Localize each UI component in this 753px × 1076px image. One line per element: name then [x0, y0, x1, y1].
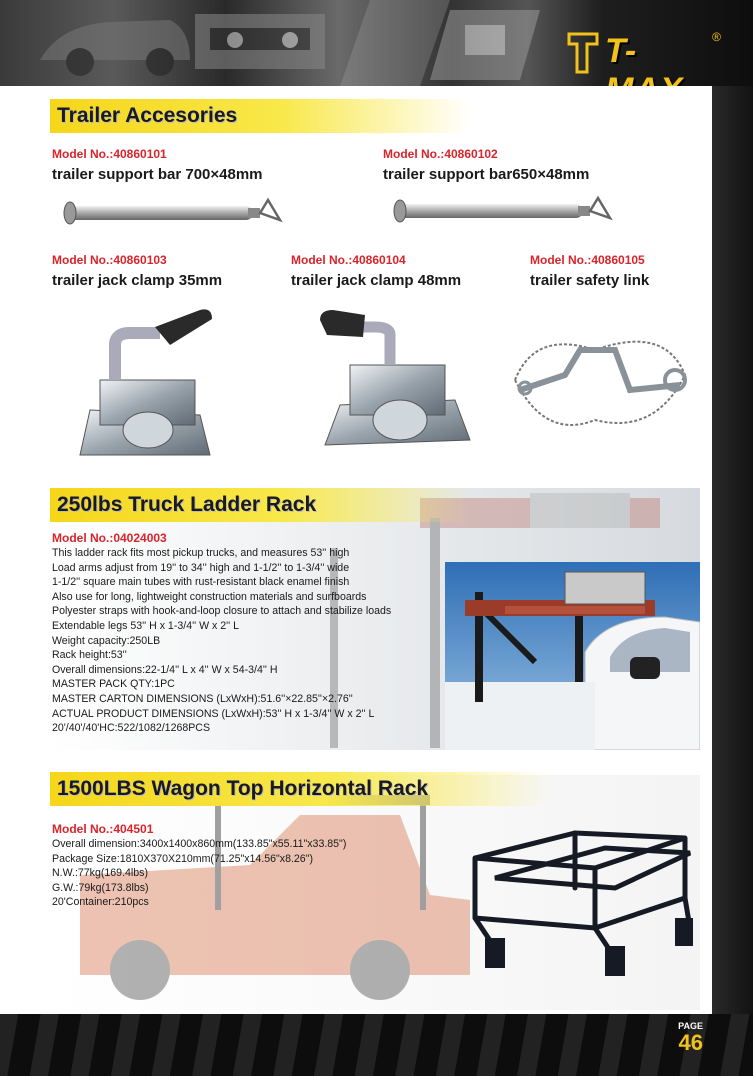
product-name: trailer jack clamp 35mm: [52, 272, 223, 289]
jack-clamp-image: [320, 310, 471, 446]
product-name: trailer safety link: [530, 272, 650, 289]
hammer-logo-icon: [567, 32, 599, 74]
safety-link-image: [513, 340, 687, 426]
page-number: 46: [678, 1030, 703, 1055]
spec-line: Load arms adjust from 19'' to 34'' high …: [52, 561, 350, 574]
spec-line: Rack height:53'': [52, 649, 127, 662]
spec-line: Polyester straps with hook-and-loop clos…: [52, 605, 392, 618]
spec-list: Overall dimension:3400x1400x860mm(133.85…: [52, 837, 346, 910]
spec-list: This ladder rack fits most pickup trucks…: [52, 546, 391, 736]
product-model: Model No.:40860101: [52, 147, 167, 161]
product-model: Model No.:404501: [52, 822, 154, 836]
spec-line: 20'Container:210pcs: [52, 896, 149, 909]
section-heading-bar: [50, 99, 470, 133]
section-title-ladder-rack: 250lbs Truck Ladder Rack: [57, 493, 317, 516]
logo-text: T-MAX: [605, 32, 683, 86]
section-title-wagon-rack: 1500LBS Wagon Top Horizontal Rack: [57, 777, 429, 800]
jack-clamp-image: [79, 309, 212, 456]
section-heading-bar: [50, 488, 470, 522]
product-name: trailer support bar650×48mm: [383, 166, 590, 183]
section-title-trailer-accessories: Trailer Accesories: [57, 104, 238, 127]
spec-line: Weight capacity:250LB: [52, 634, 161, 647]
product-model: Model No.:40860104: [291, 253, 406, 267]
wagon-rack-background-photo: [50, 775, 700, 1010]
spec-line: MASTER CARTON DIMENSIONS (LxWxH):51.6''×…: [52, 692, 353, 705]
header-banner: T-MAX ®: [0, 0, 753, 86]
wagon-rack-image: [472, 830, 693, 976]
spec-line: Overall dimensions:22-1/4'' L x 4'' W x …: [52, 663, 278, 676]
truck-ladder-rack-photo: [445, 562, 700, 750]
support-bar-image: [393, 195, 613, 223]
product-model: Model No.:04024003: [52, 531, 167, 545]
registered-mark: ®: [712, 30, 721, 44]
product-name: trailer support bar 700×48mm: [52, 166, 263, 183]
page-label: PAGE: [678, 1021, 703, 1031]
tmax-logo: T-MAX ®: [563, 26, 721, 86]
vehicle-collage-image: [40, 0, 540, 86]
product-name: trailer jack clamp 48mm: [291, 272, 462, 289]
spec-line: Package Size:1810X370X210mm(71.25"x14.56…: [52, 852, 313, 865]
spec-line: Overall dimension:3400x1400x860mm(133.85…: [52, 838, 347, 850]
spec-line: MASTER PACK QTY:1PC: [52, 678, 175, 691]
product-model: Model No.:40860105: [530, 253, 645, 267]
spec-line: 20'/40'/40'HC:522/1082/1268PCS: [52, 722, 211, 735]
product-model: Model No.:40860103: [52, 253, 167, 267]
spec-line: Extendable legs 53'' H x 1-3/4'' W x 2''…: [52, 619, 240, 632]
spec-line: This ladder rack fits most pickup trucks…: [52, 547, 350, 559]
spec-line: N.W.:77kg(169.4lbs): [52, 867, 148, 880]
spec-line: G.W.:79kg(173.8lbs): [52, 881, 149, 894]
footer-texture: [0, 1014, 753, 1076]
section-heading-bar: [50, 772, 550, 806]
spec-line: ACTUAL PRODUCT DIMENSIONS (LxWxH):53'' H…: [52, 707, 375, 720]
support-bar-image: [63, 197, 283, 225]
product-model: Model No.:40860102: [383, 147, 498, 161]
spec-line: 1-1/2'' square main tubes with rust-resi…: [52, 576, 350, 589]
right-edge-texture: [712, 86, 753, 1014]
spec-line: Also use for long, lightweight construct…: [52, 590, 367, 603]
